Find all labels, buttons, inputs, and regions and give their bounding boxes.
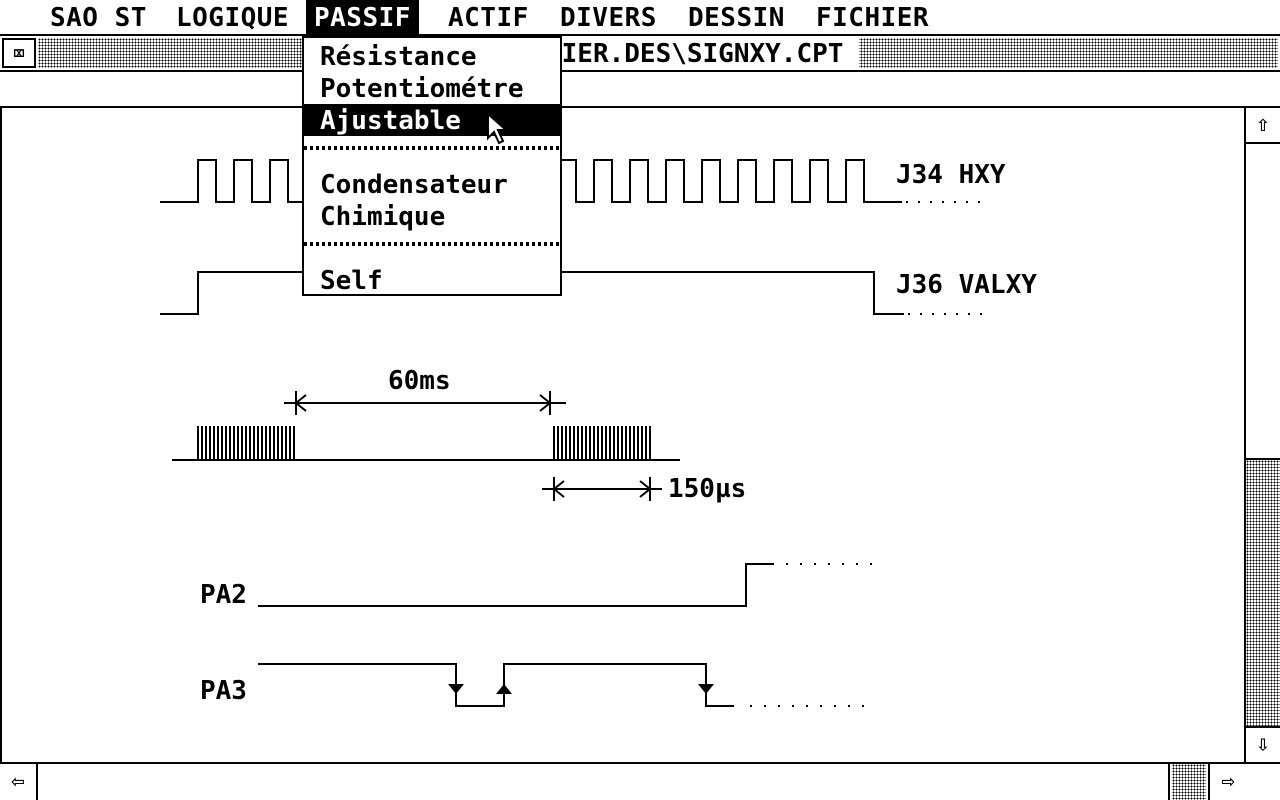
horizontal-scroll-thumb[interactable] xyxy=(38,764,1170,800)
pa3-rising-edge-arrow xyxy=(496,684,512,694)
close-box-icon[interactable]: ⌧ xyxy=(2,38,36,68)
menu-actif[interactable]: ACTIF xyxy=(448,3,529,33)
menu-item-condensateur[interactable]: Condensateur xyxy=(320,170,508,200)
menu-separator xyxy=(304,242,560,246)
menu-item-potentiometre[interactable]: Potentiométre xyxy=(320,74,524,104)
signal-pa3-waveform xyxy=(258,663,734,707)
scroll-down-icon[interactable]: ⇩ xyxy=(1246,726,1280,762)
menu-item-resistance[interactable]: Résistance xyxy=(320,42,477,72)
size-box[interactable] xyxy=(1246,764,1280,800)
horizontal-scroll-track[interactable] xyxy=(1172,764,1206,800)
scroll-up-icon[interactable]: ⇧ xyxy=(1246,108,1280,144)
menu-item-self[interactable]: Self xyxy=(320,266,383,296)
signal-pa2-waveform xyxy=(258,563,774,607)
label-pa2: PA2 xyxy=(200,580,247,610)
window-info-line xyxy=(0,72,1280,108)
burst-group-left xyxy=(197,426,295,460)
menu-passif[interactable]: PASSIF xyxy=(306,0,419,34)
dim-150us-arrow-left xyxy=(552,480,565,498)
pa3-falling-edge-arrow-2 xyxy=(698,684,714,694)
menu-separator xyxy=(304,146,560,150)
menu-fichier[interactable]: FICHIER xyxy=(816,3,930,33)
scroll-right-icon[interactable]: ⇨ xyxy=(1208,764,1248,800)
drawing-canvas[interactable]: J34 HXY J36 VALXY 60ms 150µs PA2 PA3 xyxy=(0,108,1244,762)
label-j36-valxy: J36 VALXY xyxy=(896,270,1037,300)
mouse-pointer-icon xyxy=(487,112,509,145)
label-pa3: PA3 xyxy=(200,676,247,706)
menu-bar: SAO ST LOGIQUE PASSIF ACTIF DIVERS DESSI… xyxy=(0,0,1280,36)
horizontal-scrollbar[interactable]: ⇦ ⇨ xyxy=(0,762,1280,800)
burst-group-right xyxy=(553,426,651,460)
label-60ms: 60ms xyxy=(388,366,451,396)
vertical-scrollbar[interactable]: ⇧ ⇩ xyxy=(1244,108,1280,762)
passif-dropdown-menu: Résistance Potentiométre Ajustable Conde… xyxy=(302,36,562,296)
menu-sao-st[interactable]: SAO ST xyxy=(50,3,147,33)
timing-diagram xyxy=(160,159,992,707)
label-150us: 150µs xyxy=(668,474,747,504)
pa3-falling-edge-arrow xyxy=(448,684,464,694)
label-j34-hxy: J34 HXY xyxy=(896,160,1006,190)
menu-divers[interactable]: DIVERS xyxy=(560,3,657,33)
window-title-bar[interactable]: ⌧ HIER.DES\SIGNXY.CPT xyxy=(0,36,1280,72)
dim-150us-arrow-right xyxy=(639,480,652,498)
vertical-scroll-track[interactable] xyxy=(1246,460,1280,726)
scroll-left-icon[interactable]: ⇦ xyxy=(0,764,38,800)
menu-item-chimique[interactable]: Chimique xyxy=(320,202,446,232)
menu-dessin[interactable]: DESSIN xyxy=(688,3,785,33)
menu-item-ajustable[interactable]: Ajustable xyxy=(304,104,560,136)
window-title: HIER.DES\SIGNXY.CPT xyxy=(540,38,860,69)
vertical-scroll-thumb[interactable] xyxy=(1246,144,1280,460)
menu-logique[interactable]: LOGIQUE xyxy=(176,3,290,33)
